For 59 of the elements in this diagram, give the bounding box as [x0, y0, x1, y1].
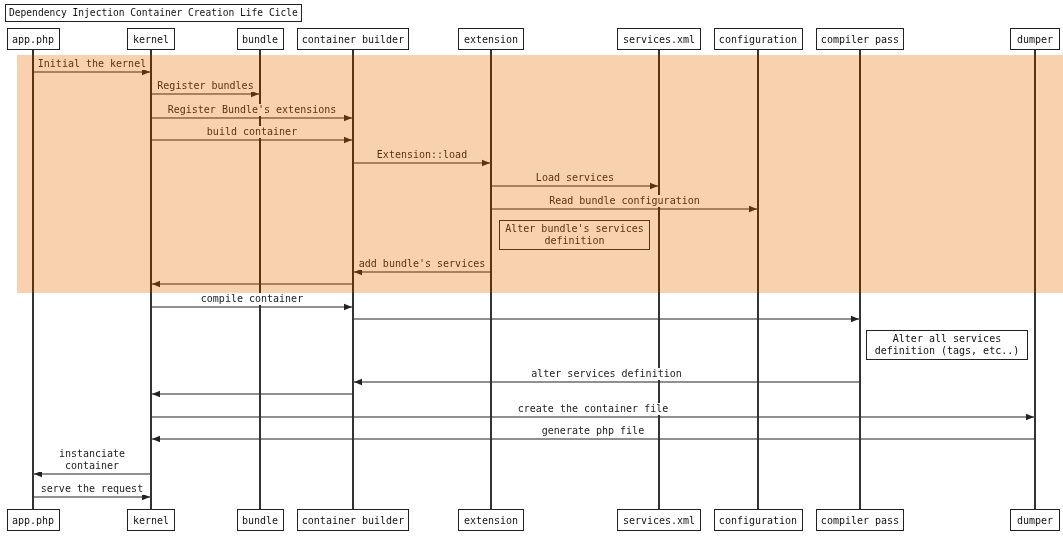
- participant-box: app.php: [6, 509, 60, 531]
- lifeline: [150, 50, 152, 509]
- participant-box: configuration: [713, 509, 803, 531]
- participant-box: extension: [458, 509, 524, 531]
- lifeline: [490, 50, 492, 509]
- message-arrow: [151, 90, 260, 98]
- diagram-title: Dependency Injection Container Creation Life Cicle: [5, 4, 302, 22]
- message-arrow: [491, 205, 758, 213]
- message-arrow: [353, 315, 860, 323]
- message-arrow: [151, 136, 353, 144]
- lifeline: [259, 50, 261, 509]
- participant-box: kernel: [127, 28, 175, 50]
- message-label: build container: [204, 126, 300, 138]
- lifeline: [32, 50, 34, 509]
- message-label: Register Bundle's extensions: [165, 104, 339, 116]
- message-arrow: [151, 413, 1035, 421]
- note-box: Alter all services definition (tags, etc..): [866, 330, 1028, 360]
- participant-box: container builder: [297, 28, 409, 50]
- message-label: compile container: [198, 293, 306, 305]
- participant-box: container builder: [297, 509, 409, 531]
- participant-box: kernel: [127, 509, 175, 531]
- message-arrow: [353, 268, 491, 276]
- message-arrow: [151, 390, 353, 398]
- message-label: generate php file: [539, 425, 647, 437]
- message-label: serve the request: [38, 483, 146, 495]
- message-arrow: [33, 493, 151, 501]
- message-label: alter services definition: [529, 368, 684, 380]
- lifeline: [1034, 50, 1036, 509]
- message-arrow: [33, 68, 151, 76]
- message-label: Read bundle configuration: [547, 195, 702, 207]
- message-label: Extension::load: [374, 149, 470, 161]
- message-label: create the container file: [515, 403, 671, 415]
- participant-box: extension: [458, 28, 524, 50]
- message-label: Register bundles: [155, 80, 256, 92]
- message-arrow: [151, 303, 353, 311]
- note-box: Alter bundle's services definition: [499, 220, 650, 250]
- participant-box: bundle: [236, 509, 284, 531]
- message-arrow: [151, 114, 353, 122]
- lifeline: [859, 50, 861, 509]
- lifeline: [352, 50, 354, 509]
- message-label: add bundle's services: [356, 258, 488, 270]
- participant-box: compiler pass: [816, 28, 904, 50]
- message-arrow: [491, 182, 659, 190]
- participant-box: dumper: [1010, 509, 1060, 531]
- message-arrow: [353, 159, 491, 167]
- message-arrow: [151, 280, 353, 288]
- lifeline: [757, 50, 759, 509]
- participant-box: configuration: [713, 28, 803, 50]
- participant-box: services.xml: [617, 509, 701, 531]
- message-arrow: [353, 378, 860, 386]
- participant-box: dumper: [1010, 28, 1060, 50]
- participant-box: compiler pass: [816, 509, 904, 531]
- lifeline: [658, 50, 660, 509]
- participant-box: services.xml: [617, 28, 701, 50]
- participant-box: bundle: [236, 28, 284, 50]
- message-arrow: [33, 470, 151, 478]
- message-label: Initial the kernel: [35, 58, 149, 70]
- participant-box: app.php: [6, 28, 60, 50]
- message-arrow: [151, 435, 1035, 443]
